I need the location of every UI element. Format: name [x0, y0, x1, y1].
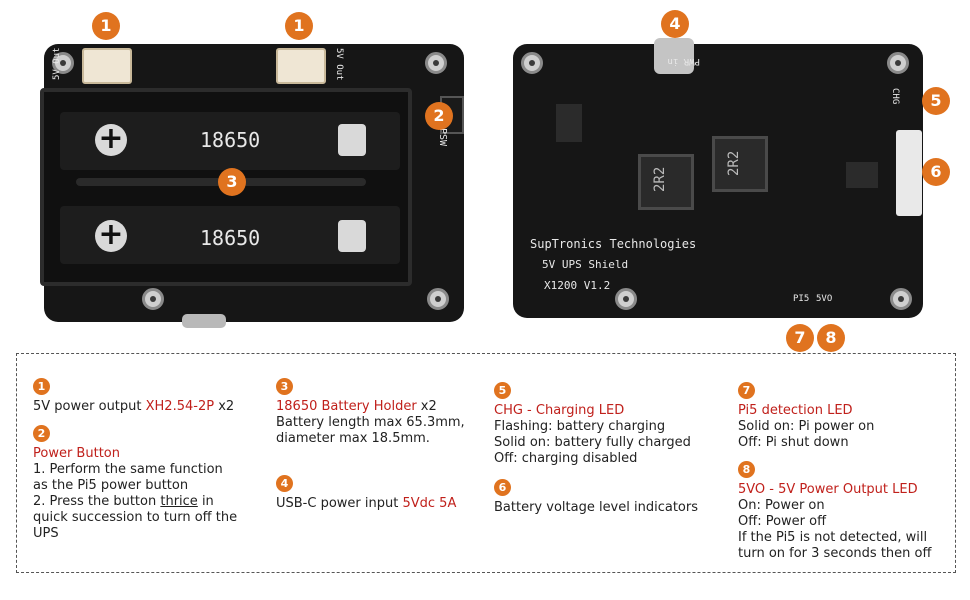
legend-text: x2 — [416, 399, 437, 414]
mount-hole — [615, 288, 637, 310]
mount-hole — [52, 52, 74, 74]
legend-num: 6 — [494, 479, 511, 496]
battery-level-indicators — [896, 130, 922, 216]
legend-text: thrice — [160, 494, 198, 509]
legend-text: If the Pi5 is not detected, will — [738, 530, 928, 545]
mount-hole — [142, 288, 164, 310]
legend-highlight: 18650 Battery Holder — [276, 399, 417, 414]
legend-title: CHG - Charging LED — [494, 403, 625, 418]
legend-text: x2 — [214, 399, 235, 414]
legend-text: Battery length max 65.3mm, — [276, 415, 465, 430]
legend-text: Battery voltage level indicators — [494, 500, 698, 515]
plus-icon: + — [95, 124, 127, 156]
minus-icon — [338, 124, 366, 156]
brand-label: SupTronics Technologies — [530, 237, 697, 251]
legend-title: Pi5 detection LED — [738, 403, 853, 418]
usb-label: PWR in — [667, 56, 700, 66]
legend-col-2: 3 18650 Battery Holder x2 Battery length… — [276, 378, 486, 512]
cell-label-bottom: 18650 — [200, 226, 261, 250]
callout-badge: 1 — [92, 12, 120, 40]
callout-badge: 5 — [922, 87, 950, 115]
legend-text: Flashing: battery charging — [494, 419, 666, 434]
button-label: PSW — [437, 128, 448, 147]
led-label-pi5: PI5 — [793, 294, 810, 304]
legend-text: 2. Press the button — [33, 494, 161, 509]
inductor-label: 2R2 — [726, 150, 742, 176]
mount-hole — [425, 52, 447, 74]
chip — [846, 162, 878, 188]
conn-label-right: 5V Out — [334, 48, 344, 81]
legend-col-3: 5 CHG - Charging LED Flashing: battery c… — [494, 382, 724, 516]
mount-hole — [887, 52, 909, 74]
chip — [556, 104, 582, 142]
legend-col-4: 7 Pi5 detection LED Solid on: Pi power o… — [738, 382, 953, 562]
legend-text: On: Power on — [738, 498, 825, 513]
legend-text: 1. Perform the same function — [33, 462, 223, 477]
minus-icon — [338, 220, 366, 252]
legend-num: 7 — [738, 382, 755, 399]
legend-title: Power Button — [33, 446, 120, 461]
legend-num: 8 — [738, 461, 755, 478]
legend-text: quick succession to turn off the — [33, 510, 238, 525]
cell-label-top: 18650 — [200, 128, 261, 152]
legend-title: 5VO - 5V Power Output LED — [738, 482, 918, 497]
legend-highlight: XH2.54-2P — [145, 399, 215, 414]
legend-text: USB-C power input — [276, 496, 403, 511]
inductor-label: 2R2 — [652, 166, 668, 192]
callout-badge: 2 — [425, 102, 453, 130]
callout-badge: 3 — [218, 168, 246, 196]
led-label-5vo: 5VO — [816, 294, 833, 304]
legend-text: UPS — [33, 526, 59, 541]
callout-badge: 7 — [786, 324, 814, 352]
legend-text: 5V power output — [33, 399, 146, 414]
legend-box — [16, 353, 956, 573]
legend-col-1: 1 5V power output XH2.54-2P x2 2 Power B… — [33, 378, 263, 542]
callout-badge: 8 — [817, 324, 845, 352]
legend-text: Off: Pi shut down — [738, 435, 849, 450]
mount-hole — [427, 288, 449, 310]
legend-text: Off: charging disabled — [494, 451, 638, 466]
legend-text: Solid on: battery fully charged — [494, 435, 691, 450]
legend-num: 3 — [276, 378, 293, 395]
legend-text: Solid on: Pi power on — [738, 419, 875, 434]
legend-num: 1 — [33, 378, 50, 395]
inductor — [638, 154, 694, 210]
xh-connector-right — [276, 48, 326, 84]
inductor — [712, 136, 768, 192]
callout-badge: 6 — [922, 158, 950, 186]
legend-text: Off: Power off — [738, 514, 827, 529]
legend-text: in — [197, 494, 214, 509]
legend-highlight: 5Vdc 5A — [402, 496, 457, 511]
plus-icon: + — [95, 220, 127, 252]
legend-num: 5 — [494, 382, 511, 399]
conn-label-left: 5V Out — [52, 47, 62, 80]
callout-badge: 1 — [285, 12, 313, 40]
legend-num: 2 — [33, 425, 50, 442]
legend-text: as the Pi5 power button — [33, 478, 189, 493]
legend-text: diameter max 18.5mm. — [276, 431, 430, 446]
usb-c-port — [654, 38, 694, 74]
chg-label: CHG — [890, 88, 900, 105]
mount-hole — [890, 288, 912, 310]
legend-text: turn on for 3 seconds then off — [738, 546, 932, 561]
shield-label: 5V UPS Shield — [542, 258, 629, 271]
model-label: X1200 V1.2 — [544, 279, 611, 292]
callout-badge: 4 — [661, 10, 689, 38]
product-photo: 5V Out 5V Out + + 18650 18650 PSW PWR in… — [40, 10, 950, 352]
xh-connector-left — [82, 48, 132, 84]
usb-port-front — [182, 314, 226, 328]
mount-hole — [521, 52, 543, 74]
legend-num: 4 — [276, 475, 293, 492]
